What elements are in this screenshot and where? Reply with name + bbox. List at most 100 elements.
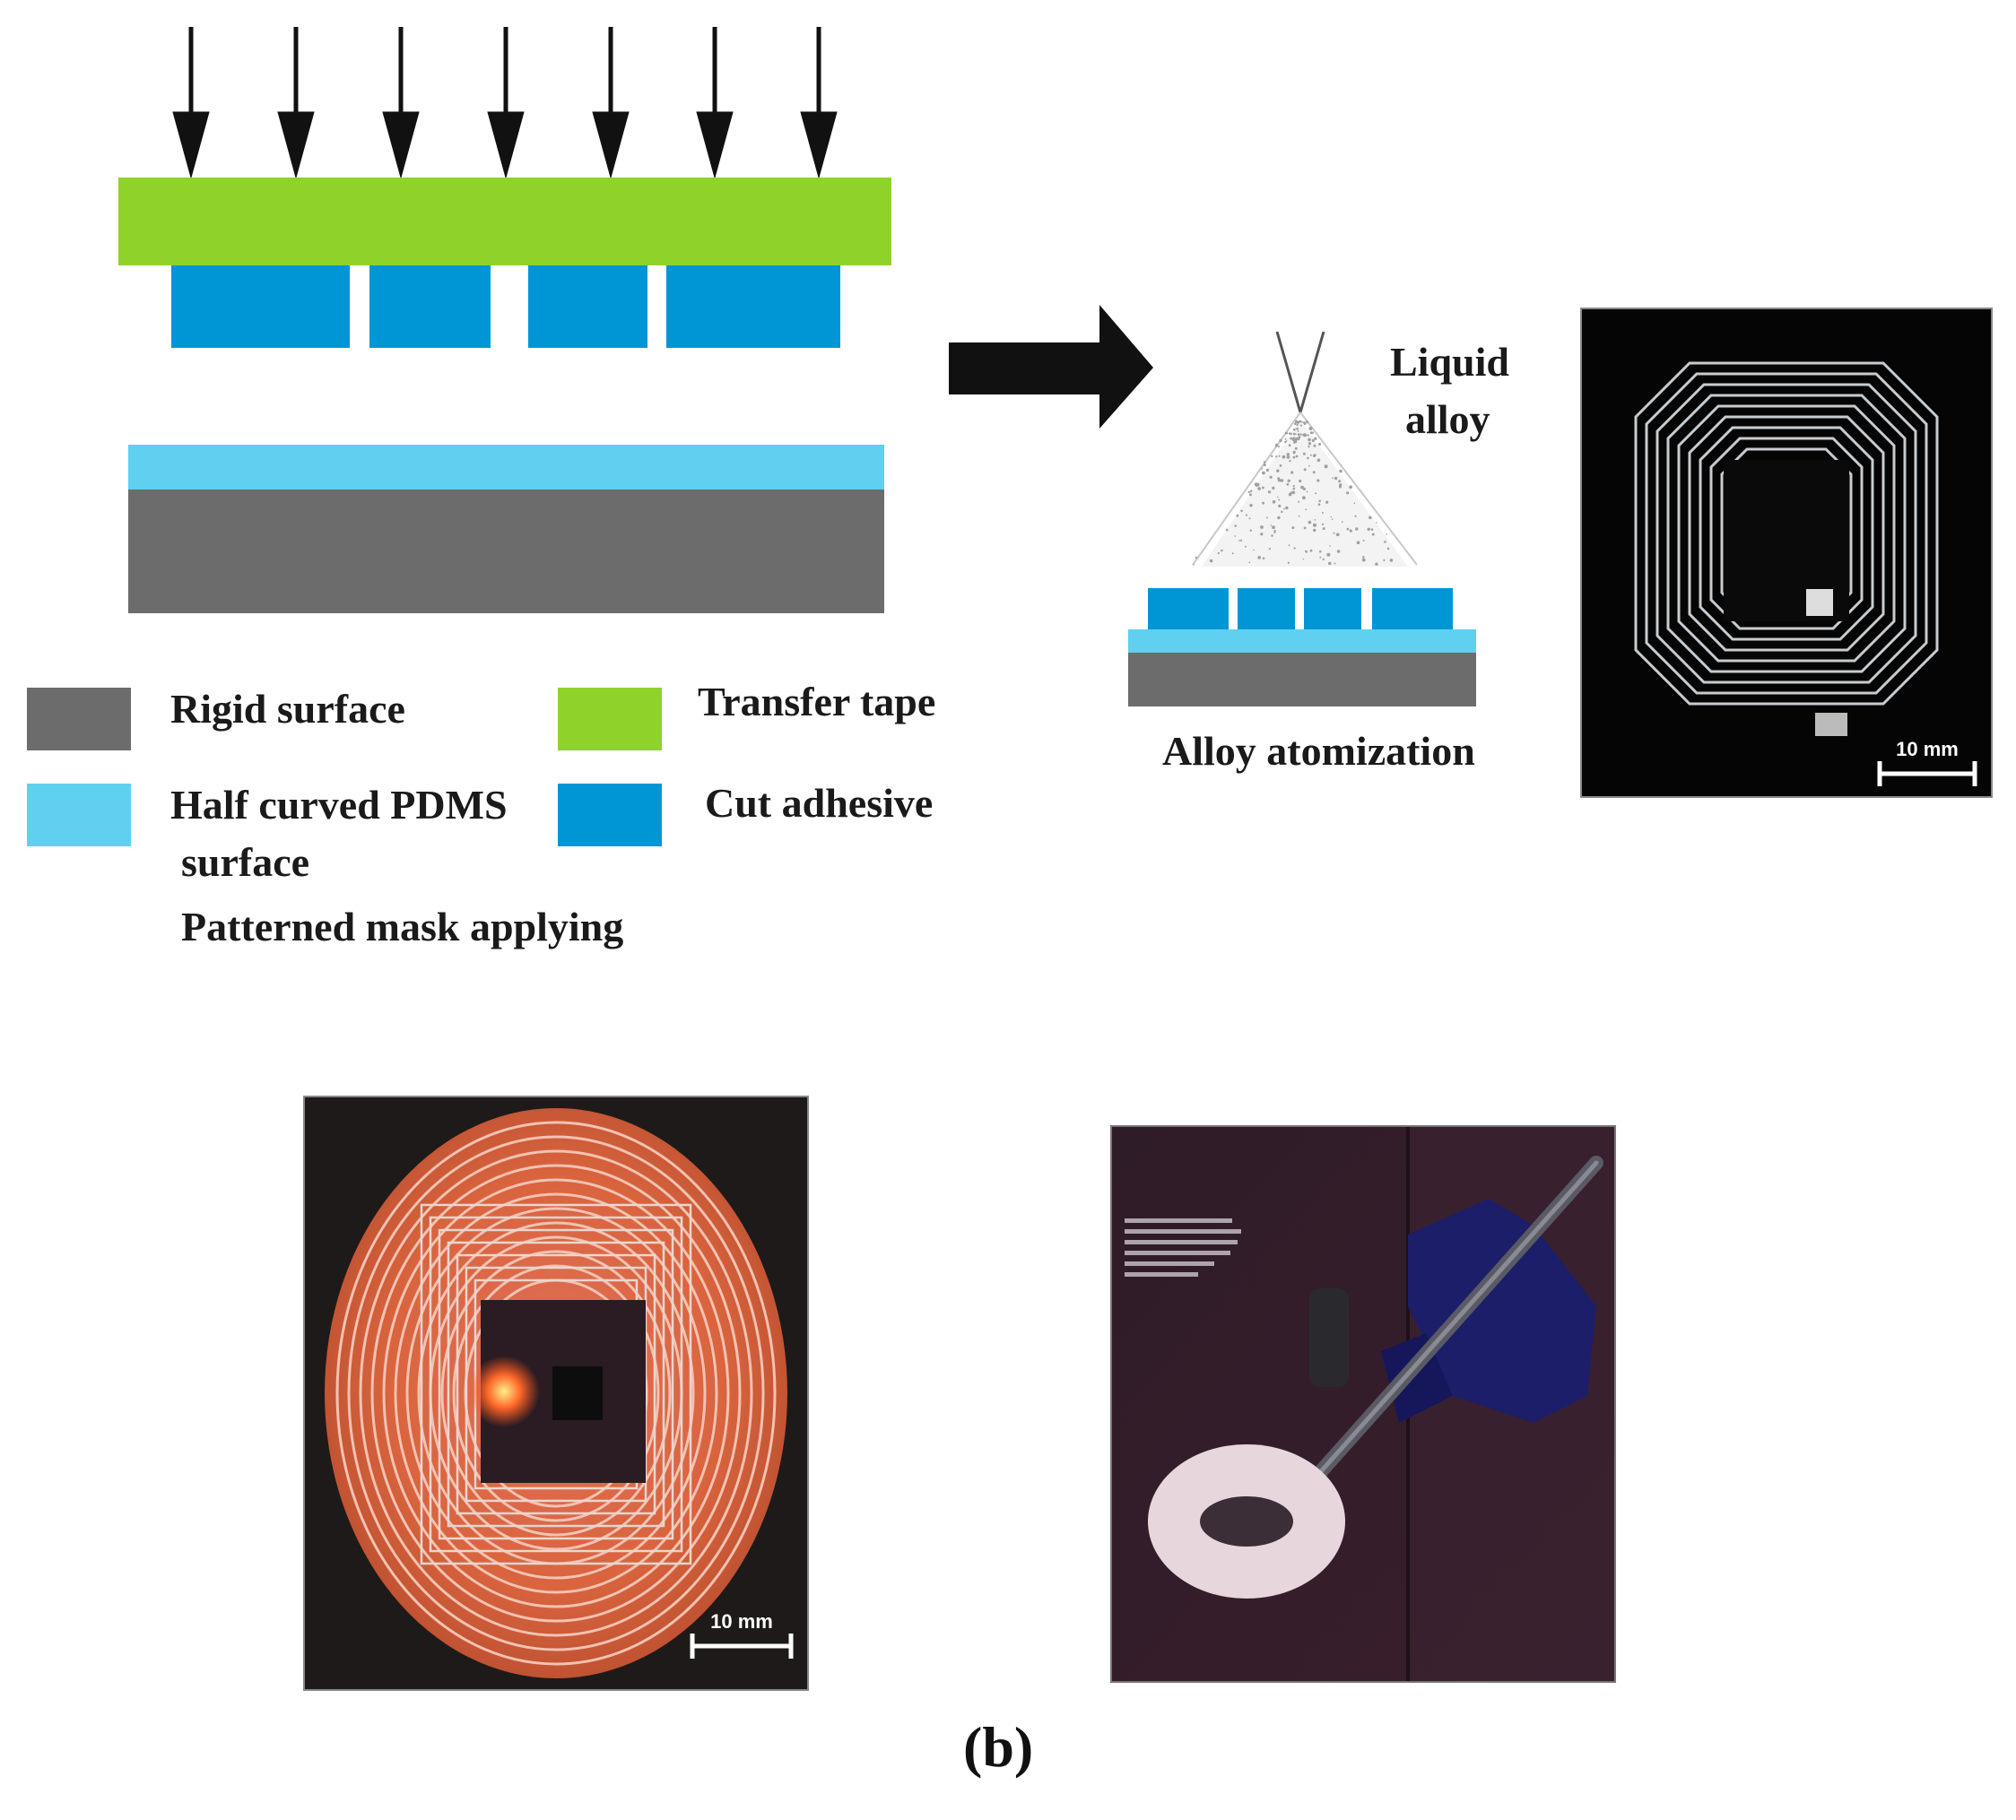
spray-droplet [1322, 527, 1325, 531]
spray-droplet [1285, 440, 1288, 442]
spray-droplet [1217, 551, 1220, 555]
coil-turn [1634, 361, 1939, 706]
spray-droplet [1248, 493, 1252, 497]
spray-droplet [1292, 455, 1296, 459]
coil-turn [1655, 383, 1917, 684]
spray-droplet [1305, 420, 1308, 424]
coil-turn [1677, 404, 1896, 663]
spray-droplet [1250, 490, 1253, 492]
spray-droplet [1294, 438, 1299, 441]
spray-droplet [1338, 480, 1342, 483]
spray-droplet [1262, 557, 1265, 560]
spray-droplet [1346, 527, 1350, 531]
rectangular-coil [420, 1203, 692, 1565]
spray-droplet [1299, 479, 1302, 483]
panel-label: (b) [963, 1715, 1034, 1779]
spray-droplet [1293, 422, 1297, 426]
coil-ring [382, 1178, 730, 1608]
spray-droplet [1292, 487, 1296, 490]
spray-droplet [1362, 556, 1365, 559]
spray-droplet [1328, 561, 1332, 566]
overlay-caption-lines [1125, 1218, 1241, 1277]
spray-droplet [1333, 532, 1335, 534]
spray-droplet [1261, 468, 1264, 470]
spray-droplet [1270, 524, 1273, 526]
spray-droplet [1308, 427, 1313, 430]
liquid-alloy-label-line2: alloy [1405, 396, 1490, 442]
spray-droplet [1319, 556, 1322, 559]
spray-droplet [1298, 436, 1301, 438]
spray-droplet [1313, 528, 1316, 533]
gloved-hand [1381, 1199, 1596, 1423]
spray-droplet [1369, 516, 1372, 520]
spray-mist [1202, 420, 1408, 567]
spray-droplet [1262, 501, 1265, 505]
spray-droplet [1293, 452, 1295, 455]
legend-swatch-rigid-surface [27, 688, 131, 750]
spray-droplet [1238, 540, 1240, 542]
coil-ring [440, 1250, 672, 1537]
scale-bar-label: 10 mm [710, 1610, 773, 1633]
rigid-surface-layer [128, 490, 884, 613]
spray-droplet [1263, 461, 1266, 464]
spray-droplet [1287, 453, 1290, 455]
spray-droplet [1376, 522, 1377, 524]
spray-droplet [1221, 549, 1223, 552]
pdms-layer [128, 445, 884, 490]
spray-droplet [1303, 468, 1307, 472]
spray-droplet [1318, 443, 1321, 446]
spray-droplet [1297, 433, 1300, 436]
pressure-arrow [172, 27, 210, 179]
spray-droplet [1292, 485, 1295, 488]
cut-adhesive-block [1372, 588, 1453, 635]
spray-droplet [1294, 446, 1298, 450]
spray-droplet [1288, 444, 1291, 447]
spray-droplet [1307, 434, 1309, 437]
scale-bar [1877, 761, 1977, 786]
coil-rect-turn [429, 1216, 683, 1553]
spray-droplet [1293, 547, 1296, 550]
spray-droplet [1286, 455, 1290, 459]
alloy-atomization-caption: Alloy atomization [1162, 728, 1475, 774]
coil-rect-turn [420, 1203, 692, 1565]
legend-swatch-pdms [27, 784, 131, 846]
spray-droplet [1336, 533, 1340, 536]
spray-droplet [1277, 516, 1281, 520]
coil-ring [370, 1164, 742, 1623]
spray-droplet [1295, 420, 1299, 424]
cut-adhesive-block [528, 265, 647, 348]
spray-droplet [1299, 424, 1302, 427]
spray-droplet [1332, 477, 1334, 480]
spray-droplet [1277, 477, 1281, 481]
cut-adhesive-block [1304, 588, 1361, 635]
spray-droplet [1284, 438, 1287, 440]
spray-droplet [1326, 552, 1331, 557]
spray-droplet [1308, 520, 1312, 524]
spray-droplet [1349, 485, 1352, 490]
spray-droplet [1298, 515, 1300, 517]
pressure-arrow [696, 27, 734, 179]
liquid-alloy-label: Liquid [1390, 339, 1509, 385]
spray-droplet [1234, 535, 1237, 537]
spray-droplet [1244, 545, 1247, 548]
spray-droplet [1293, 441, 1296, 444]
spray-droplet [1290, 471, 1294, 474]
spray-droplet [1248, 517, 1251, 520]
spray-droplet [1389, 559, 1394, 562]
spray-droplet [1262, 486, 1264, 490]
pressure-arrow [277, 27, 315, 179]
spray-droplet [1311, 431, 1315, 434]
spray-droplet [1338, 483, 1343, 487]
spray-droplet [1383, 559, 1386, 561]
cut-adhesive-block [171, 265, 350, 348]
spray-droplet [1271, 534, 1273, 537]
spray-droplet [1308, 445, 1310, 448]
spray-droplet [1292, 428, 1296, 431]
spray-droplet [1231, 552, 1234, 555]
coil-rect-turn [447, 1241, 665, 1528]
coil-ring [347, 1135, 765, 1651]
spray-droplet [1291, 526, 1295, 530]
spray-droplet [1312, 471, 1316, 474]
pressure-arrow [382, 27, 420, 179]
rigid-surface-layer [1128, 653, 1476, 706]
